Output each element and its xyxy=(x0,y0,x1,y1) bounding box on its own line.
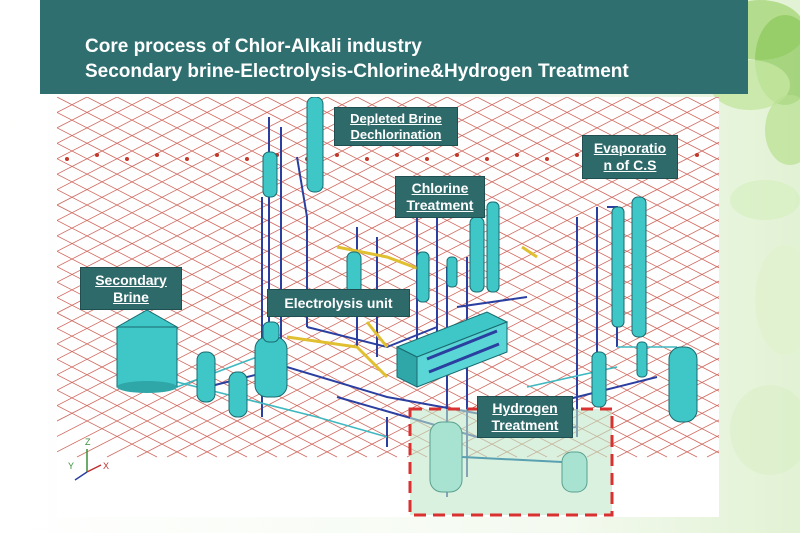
secondary-brine-tank xyxy=(115,309,179,393)
slide-title: Core process of Chlor-Alkali industry Se… xyxy=(85,34,629,84)
evaporation-line2: n of C.S xyxy=(603,157,657,173)
axis-y-label: Y xyxy=(68,461,74,471)
secondary-brine-line1: Secondary xyxy=(95,271,167,288)
title-line-2: Secondary brine-Electrolysis-Chlorine&Hy… xyxy=(85,61,629,82)
label-hydrogen-treatment: Hydrogen Treatment xyxy=(477,396,573,438)
chlorine-treatment-towers xyxy=(346,201,500,303)
label-chlorine-treatment: Chlorine Treatment xyxy=(395,176,485,218)
label-electrolysis-unit: Electrolysis unit xyxy=(267,289,410,317)
plant-drawing: Z Y X xyxy=(57,97,719,517)
label-secondary-brine: Secondary Brine xyxy=(80,267,182,310)
title-line-1: Core process of Chlor-Alkali industry xyxy=(85,36,422,57)
pipe-network-yellow xyxy=(286,245,538,379)
header-band xyxy=(40,0,748,94)
evaporation-columns xyxy=(591,196,698,423)
brine-vessels xyxy=(196,321,288,418)
axis-z-label: Z xyxy=(85,437,91,447)
hydrogen-treatment-area xyxy=(408,407,614,517)
label-depleted-brine-dechlorination: Depleted Brine Dechlorination xyxy=(334,107,458,146)
electrolysis-cells xyxy=(395,311,509,388)
chlorine-line2: Treatment xyxy=(406,197,474,213)
depleted-brine-line2: Dechlorination xyxy=(350,126,442,142)
hydrogen-line2: Treatment xyxy=(491,417,559,433)
secondary-brine-line2: Brine xyxy=(113,288,149,305)
hydrogen-line1: Hydrogen xyxy=(492,400,558,416)
dechlorination-towers xyxy=(262,97,324,198)
axis-x-label: X xyxy=(103,461,109,471)
leaf-decoration xyxy=(710,0,800,475)
evaporation-line1: Evaporatio xyxy=(593,140,667,156)
electrolysis-text: Electrolysis unit xyxy=(284,294,393,311)
chlorine-line1: Chlorine xyxy=(411,180,469,196)
depleted-brine-line1: Depleted Brine xyxy=(350,110,442,126)
axis-indicator: Z Y X xyxy=(68,437,109,481)
label-evaporation: Evaporatio n of C.S xyxy=(582,135,678,179)
